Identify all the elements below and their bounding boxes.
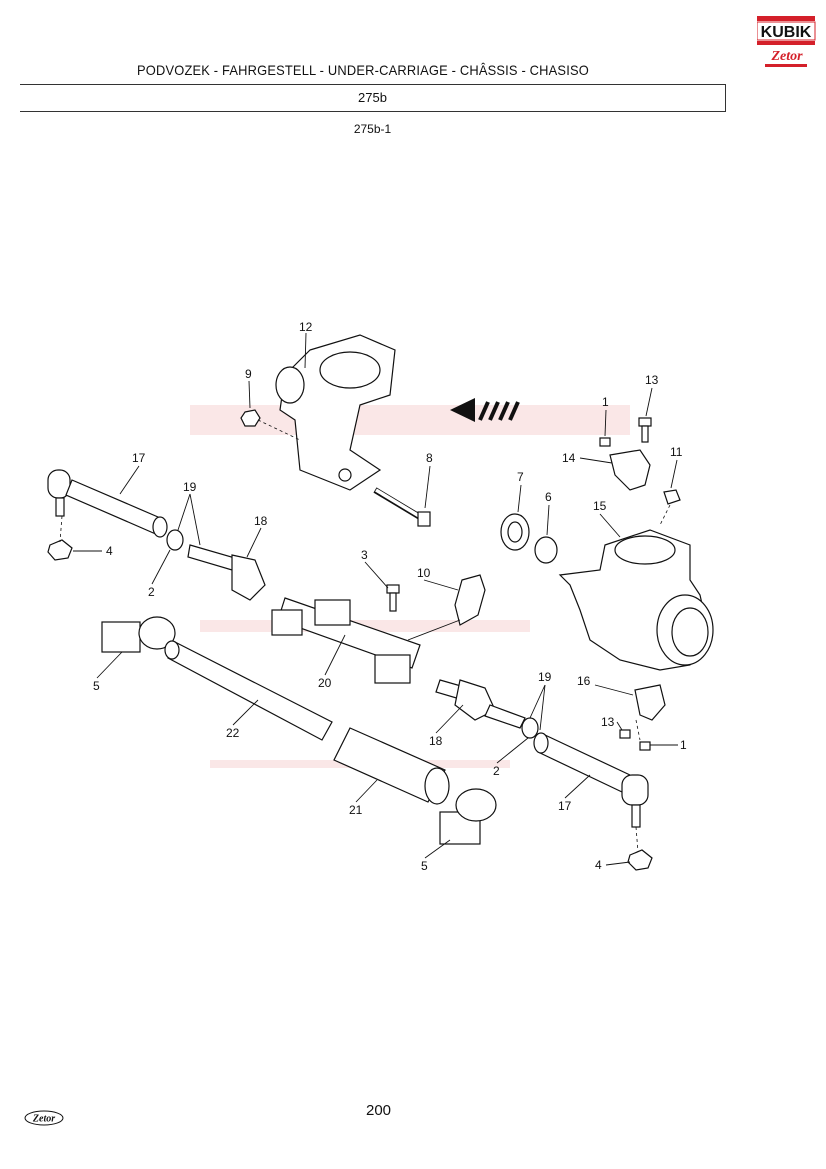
tie-rod-end-right (533, 732, 653, 871)
callout: 21 (349, 803, 363, 817)
callout: 2 (148, 585, 155, 599)
steering-knuckle-left (275, 334, 396, 491)
svg-text:Zetor: Zetor (32, 1114, 55, 1125)
bracket-right (439, 788, 497, 845)
callout: 16 (577, 674, 591, 688)
direction-arrow-icon (450, 398, 520, 422)
group-code: 275b (358, 90, 387, 105)
svg-text:Zetor: Zetor (770, 49, 803, 64)
callout: 12 (299, 320, 313, 334)
callout: 2 (493, 764, 500, 778)
callout: 15 (593, 499, 607, 513)
callout: 7 (517, 470, 524, 484)
callout: 10 (417, 566, 431, 580)
bracket-left (101, 616, 176, 653)
callout: 18 (254, 514, 268, 528)
callout: 22 (226, 726, 240, 740)
callout: 5 (421, 859, 428, 873)
page-number: 200 (366, 1102, 392, 1119)
callout: 1 (602, 395, 609, 409)
callout: 4 (595, 858, 602, 872)
group-code-bar: 275b (20, 84, 726, 112)
tie-rod-end-left (47, 469, 168, 561)
page-title: PODVOZEK - FAHRGESTELL - UNDER-CARRIAGE … (137, 62, 589, 78)
svg-text:KUBIK: KUBIK (761, 24, 812, 41)
callout: 17 (558, 799, 572, 813)
zetor-footer-logo: Zetor (24, 1110, 64, 1126)
callout: 13 (601, 715, 615, 729)
kubik-zetor-logo: KUBIK Zetor (757, 16, 816, 67)
callout: 1 (680, 738, 687, 752)
callout: 5 (93, 679, 100, 693)
callout: 11 (670, 445, 683, 459)
callout: 19 (183, 480, 197, 494)
callout: 13 (645, 373, 659, 387)
callouts: 12 9 13 1 14 11 17 8 19 7 6 15 18 4 2 3 … (93, 320, 687, 873)
callout: 14 (562, 451, 576, 465)
figure-code: 275b-1 (353, 122, 392, 136)
callout: 20 (318, 676, 332, 690)
callout: 3 (361, 548, 368, 562)
callout: 6 (545, 490, 552, 504)
callout: 8 (426, 451, 433, 465)
callout: 4 (106, 544, 113, 558)
steering-knuckle-right (558, 529, 714, 671)
callout: 18 (429, 734, 443, 748)
callout: 9 (245, 367, 252, 381)
callout: 17 (132, 451, 146, 465)
callout: 19 (538, 670, 552, 684)
